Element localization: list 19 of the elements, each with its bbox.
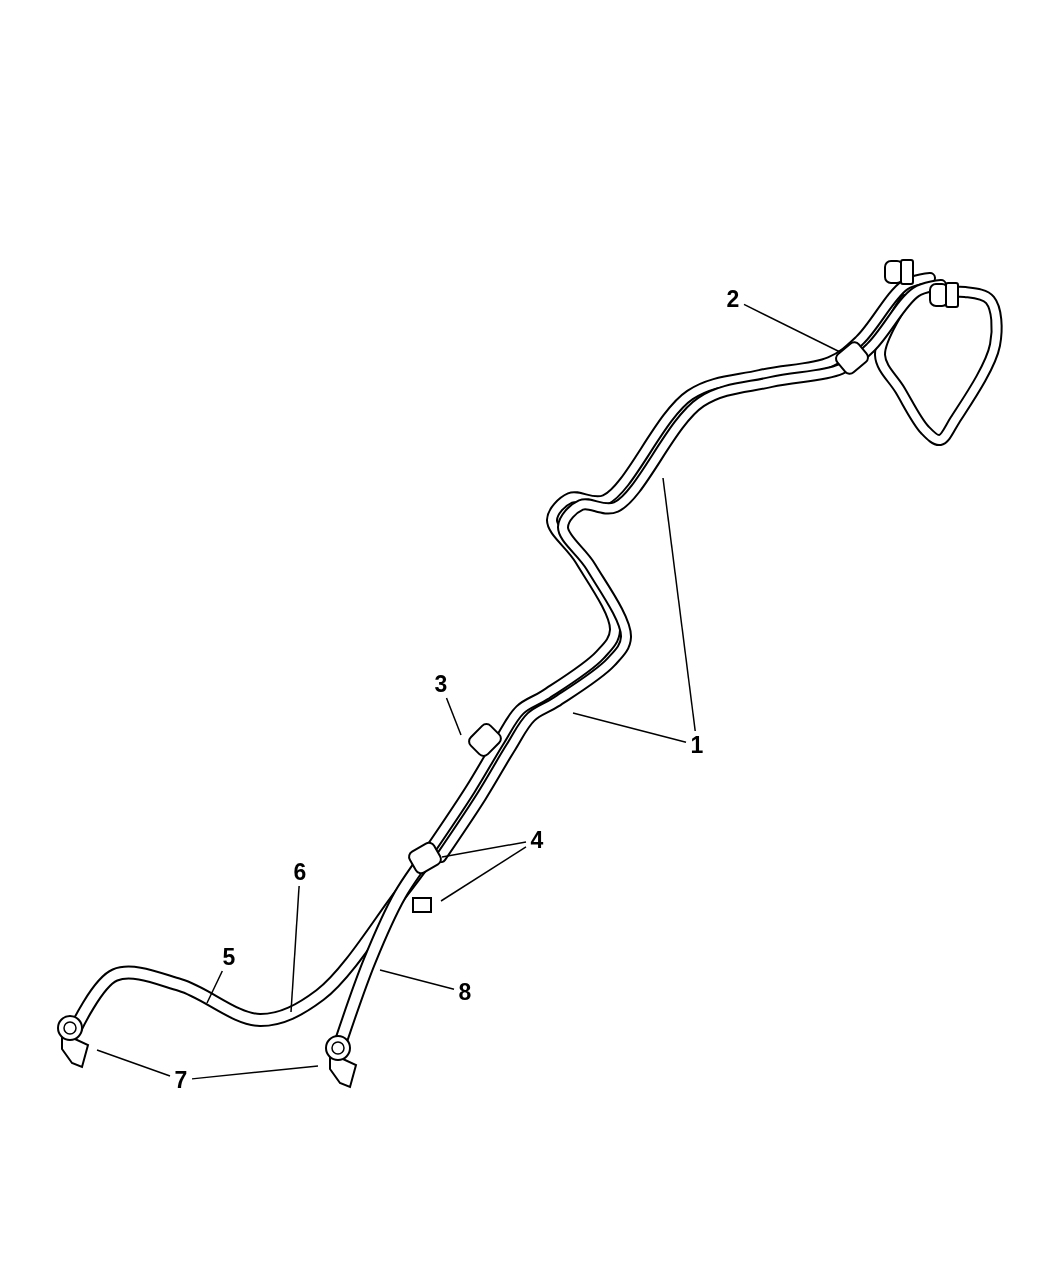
leader-line <box>662 477 696 732</box>
leader-line <box>290 885 300 1013</box>
leader-line <box>441 841 527 858</box>
callout-number: 5 <box>220 945 238 969</box>
leader-line <box>379 969 455 990</box>
leader-line <box>191 1065 319 1080</box>
leader-line <box>206 970 224 1004</box>
leader-line <box>743 303 841 353</box>
callout-number: 1 <box>688 733 706 757</box>
callout-number: 4 <box>528 828 546 852</box>
callout-number: 3 <box>432 672 450 696</box>
leader-line <box>572 712 687 743</box>
callout-number: 8 <box>456 980 474 1004</box>
leader-line <box>440 846 527 902</box>
leader-line <box>445 697 462 736</box>
callout-number: 2 <box>724 287 742 311</box>
callout-number: 6 <box>291 860 309 884</box>
leader-line <box>96 1049 171 1077</box>
callout-number: 7 <box>172 1068 190 1092</box>
